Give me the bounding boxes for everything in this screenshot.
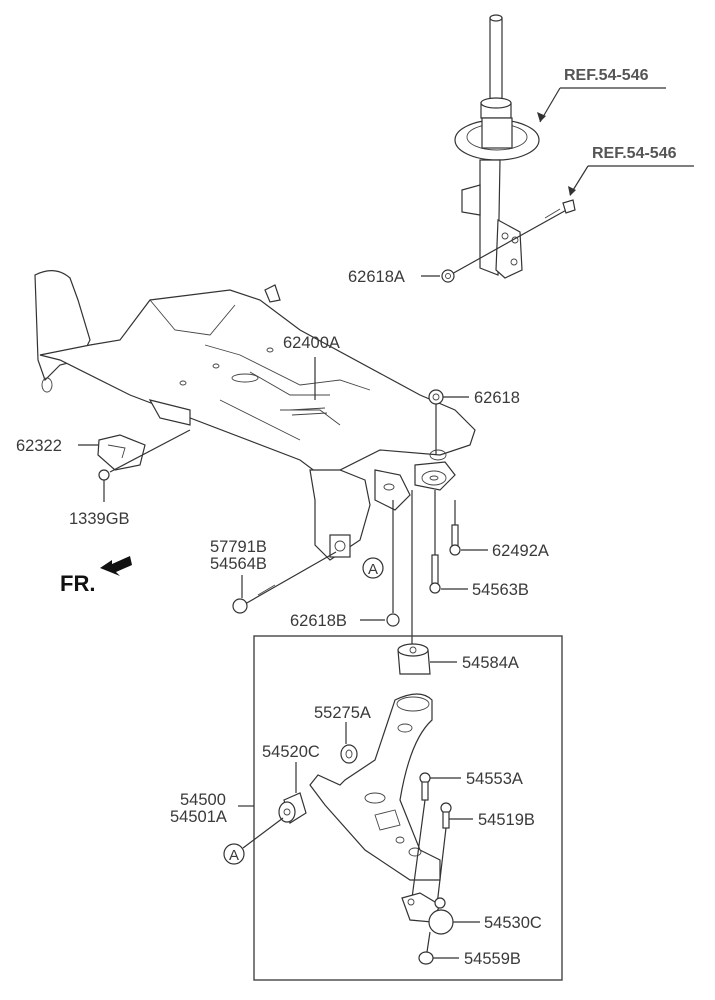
washer-55275a <box>340 722 358 764</box>
part-label-62492a[interactable]: 62492A <box>492 542 549 560</box>
part-label-54501a[interactable]: 54501A <box>170 808 227 826</box>
nut-62618 <box>428 389 469 455</box>
nut-54559b <box>418 951 459 965</box>
bushing-54520c <box>278 762 307 824</box>
part-label-62322[interactable]: 62322 <box>16 437 62 455</box>
crossmember-62400a <box>34 270 476 561</box>
part-label-62400a[interactable]: 62400A <box>283 334 340 352</box>
svg-text:REF.54-546: REF.54-546 <box>592 145 677 162</box>
bolt-54519b <box>436 802 473 906</box>
bolt-57791b <box>232 551 337 614</box>
part-label-54564b[interactable]: 54564B <box>210 555 267 573</box>
part-label-1339gb[interactable]: 1339GB <box>69 510 130 528</box>
strut-bolt <box>449 199 576 276</box>
bolt-54553a <box>411 772 461 899</box>
part-label-54584a[interactable]: 54584A <box>462 654 519 672</box>
callout-marker-a-lower[interactable]: A <box>223 817 284 865</box>
part-label-54530c[interactable]: 54530C <box>484 914 542 932</box>
bushing-54584a <box>397 643 457 675</box>
part-label-62618b[interactable]: 62618B <box>290 612 347 630</box>
strut-assembly <box>454 14 540 279</box>
part-label-54500[interactable]: 54500 <box>180 791 226 809</box>
front-arrow-icon <box>100 556 132 576</box>
ball-joint-54530c <box>401 892 480 953</box>
part-label-54519b[interactable]: 54519B <box>478 811 535 829</box>
part-label-54559b[interactable]: 54559B <box>464 950 521 968</box>
part-label-54553a[interactable]: 54553A <box>466 770 523 788</box>
part-label-62618[interactable]: 62618 <box>474 389 520 407</box>
part-label-57791b[interactable]: 57791B <box>210 538 267 556</box>
ref-label-strut[interactable]: REF.54-546 <box>537 67 666 123</box>
callout-marker-a-upper[interactable]: A <box>362 557 384 579</box>
nut-1339gb <box>98 469 110 502</box>
part-label-55275a[interactable]: 55275A <box>314 704 371 722</box>
part-label-62618a[interactable]: 62618A <box>348 268 405 286</box>
part-label-54563b[interactable]: 54563B <box>472 581 529 599</box>
bolt-54563b <box>429 490 468 594</box>
nut-62618b <box>360 500 400 627</box>
part-label-54520c[interactable]: 54520C <box>262 743 320 761</box>
lower-arm-assembly-box <box>253 635 563 981</box>
ref-label-bolt[interactable]: REF.54-546 <box>568 145 694 196</box>
svg-text:A: A <box>229 847 239 864</box>
bolt-62492a <box>449 500 488 556</box>
lower-control-arm <box>309 693 441 881</box>
nut-62618a <box>421 269 455 283</box>
front-direction-indicator: FR. <box>60 556 132 596</box>
bracket-62322 <box>78 429 191 473</box>
svg-text:REF.54-546: REF.54-546 <box>564 67 649 84</box>
svg-text:A: A <box>368 561 378 578</box>
svg-text:FR.: FR. <box>60 571 95 596</box>
